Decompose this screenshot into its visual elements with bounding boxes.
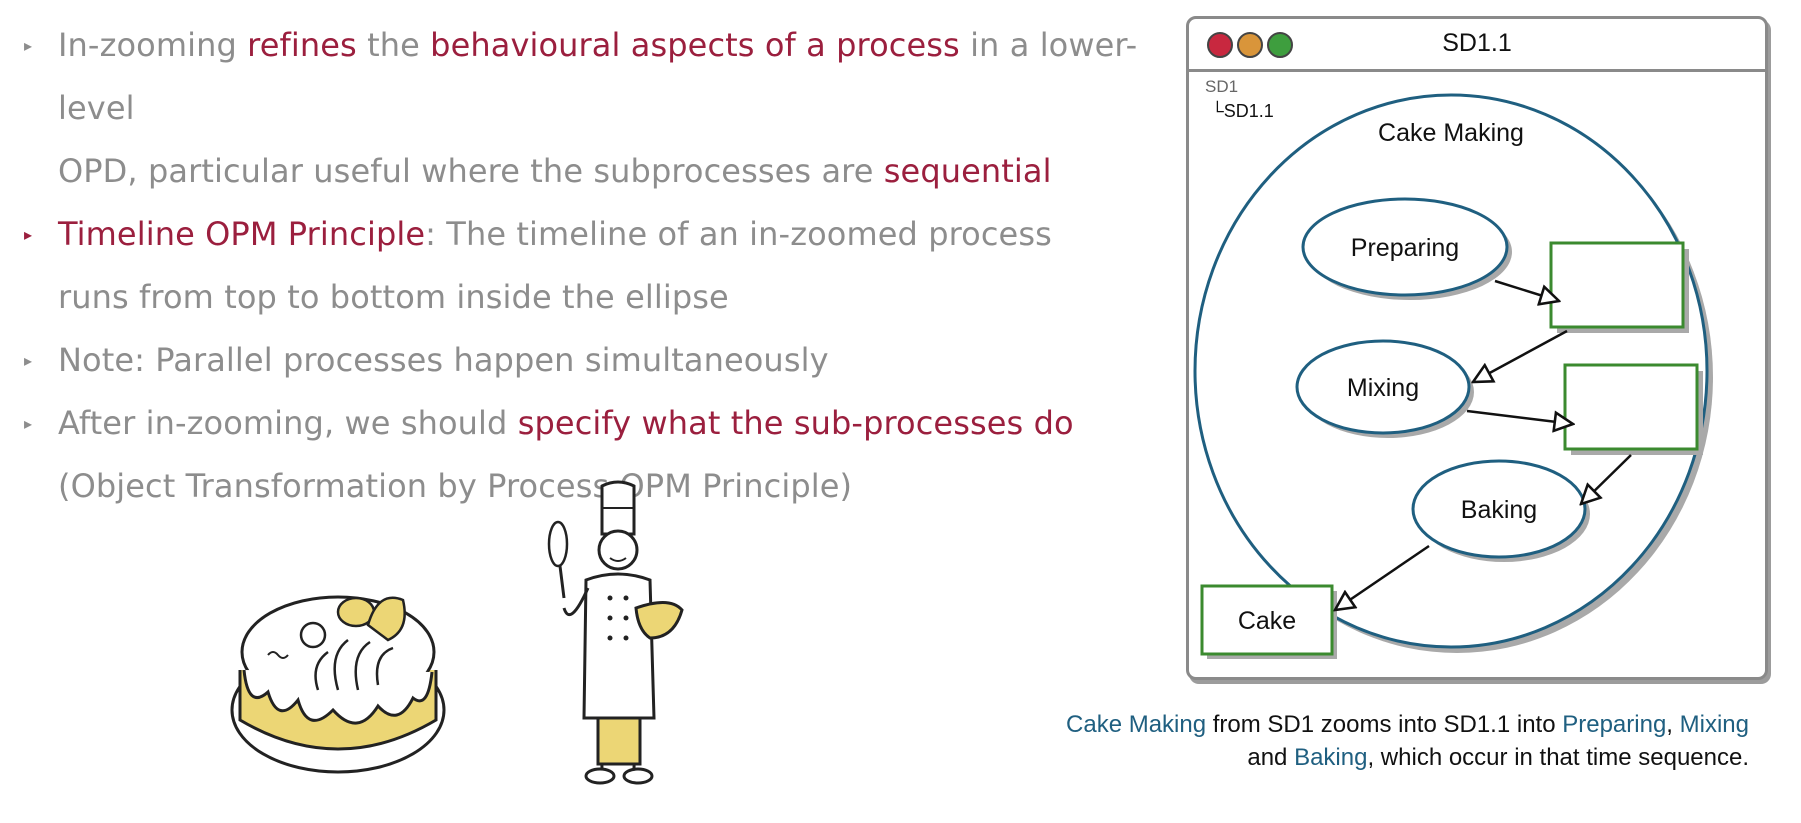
preparing-process[interactable] — [1301, 197, 1509, 297]
mixing-process[interactable] — [1295, 339, 1471, 435]
link-object2-to-baking — [1581, 454, 1632, 504]
diagram-caption: Cake Making from SD1 zooms into SD1.1 in… — [1066, 711, 1749, 771]
bullet-marker: ▸ — [24, 225, 33, 244]
opd-tree-child: └SD1.1 — [1211, 101, 1274, 121]
close-dot-icon[interactable] — [1207, 32, 1233, 58]
opd-window: SD1.1 SD1 └SD1.1 Cake Making Preparing M… — [1186, 16, 1768, 680]
cake-illustration — [230, 595, 446, 774]
intermediate-object-2[interactable] — [1563, 363, 1699, 451]
cake-object[interactable] — [1200, 584, 1334, 656]
main-process-label: Cake Making — [1378, 119, 1524, 147]
window-titlebar: SD1.1 — [1189, 19, 1765, 72]
opd-diagram: Cake Making Preparing Mixing Baking Cake — [1193, 93, 1713, 659]
bullet-list: ▸ In-zooming refines the behavioural asp… — [24, 14, 1164, 518]
bullet-in-zooming: ▸ In-zooming refines the behavioural asp… — [24, 14, 1164, 203]
baking-process[interactable] — [1411, 459, 1587, 559]
link-object1-to-mixing — [1473, 329, 1568, 382]
maximize-dot-icon[interactable] — [1267, 32, 1293, 58]
chef-illustration — [547, 480, 684, 785]
link-baking-to-cake — [1335, 544, 1430, 610]
link-mixing-to-object2 — [1466, 409, 1573, 424]
minimize-dot-icon[interactable] — [1237, 32, 1263, 58]
opd-tree-root: SD1 — [1205, 77, 1239, 96]
window-title: SD1.1 — [1442, 29, 1512, 57]
bullet-specify-subprocesses: ▸ After in-zooming, we should specify wh… — [24, 392, 1164, 518]
bullet-marker: ▸ — [24, 414, 33, 433]
preparing-label: Preparing — [1351, 234, 1459, 262]
bullet-marker: ▸ — [24, 36, 33, 55]
bullet-parallel-note: ▸ Note: Parallel processes happen simult… — [24, 329, 1164, 392]
bullet-timeline-principle: ▸ Timeline OPM Principle: The timeline o… — [24, 203, 1164, 329]
intermediate-object-1[interactable] — [1549, 241, 1685, 329]
link-preparing-to-object1 — [1494, 279, 1559, 301]
mixing-label: Mixing — [1347, 374, 1419, 402]
baking-label: Baking — [1461, 496, 1537, 524]
bullet-marker: ▸ — [24, 351, 33, 370]
cake-object-label: Cake — [1238, 607, 1296, 635]
